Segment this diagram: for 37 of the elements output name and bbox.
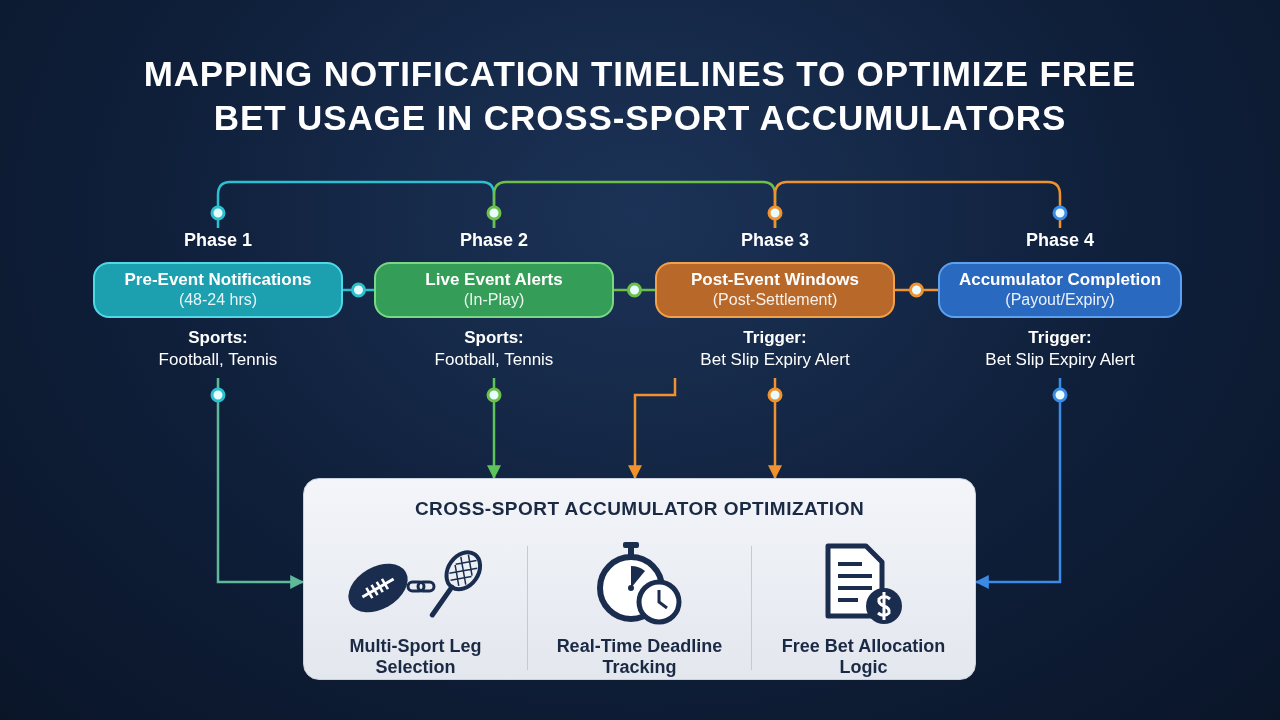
- arrow: [487, 378, 501, 480]
- box-title: Accumulator Completion: [958, 270, 1162, 290]
- arrow: [974, 378, 1062, 589]
- feature-caption: Free Bet Allocation Logic: [780, 635, 947, 678]
- connector-line: [614, 288, 655, 292]
- connector-line: [343, 288, 374, 292]
- arrow: [768, 378, 782, 480]
- box-subtitle: (48-24 hrs): [178, 290, 258, 310]
- box-title: Live Event Alerts: [425, 270, 563, 290]
- phase-heading: Phase 2: [459, 229, 528, 252]
- box-subtitle: (In-Play): [463, 290, 525, 310]
- phase-heading: Phase 1: [183, 229, 252, 252]
- phase-heading: Phase 3: [740, 229, 809, 252]
- connector-line: [216, 180, 496, 228]
- detail-label: Trigger:: [1028, 328, 1092, 348]
- connector-line: [773, 180, 1062, 228]
- box-subtitle: (Payout/Expiry): [1005, 290, 1115, 310]
- box-subtitle: (Post-Settlement): [712, 290, 838, 310]
- detail-text: Bet Slip Expiry Alert: [985, 349, 1135, 371]
- connector-line: [492, 180, 777, 228]
- detail-label: Trigger:: [743, 328, 807, 348]
- arrow: [216, 378, 305, 589]
- panel-heading: CROSS-SPORT ACCUMULATOR OPTIMIZATION: [414, 497, 865, 521]
- phase-heading: Phase 4: [1025, 229, 1094, 252]
- box-title: Pre-Event Notifications: [124, 270, 312, 290]
- box-title: Post-Event Windows: [691, 270, 859, 290]
- detail-text: Football, Tennis: [434, 349, 554, 371]
- detail-label: Sports:: [464, 328, 524, 348]
- feature-caption: Multi-Sport Leg Selection: [348, 635, 483, 678]
- optimization-panel: [303, 478, 976, 680]
- diagram-title: MAPPING NOTIFICATION TIMELINES TO OPTIMIZE FREE BET USAGE IN CROSS-SPORT ACCUMULATORS: [142, 53, 1138, 139]
- detail-text: Football, Tennis: [158, 349, 278, 371]
- connector-line: [895, 288, 938, 292]
- arrow: [628, 378, 677, 480]
- detail-label: Sports:: [188, 328, 248, 348]
- detail-text: Bet Slip Expiry Alert: [700, 349, 850, 371]
- feature-caption: Real-Time Deadline Tracking: [555, 635, 724, 678]
